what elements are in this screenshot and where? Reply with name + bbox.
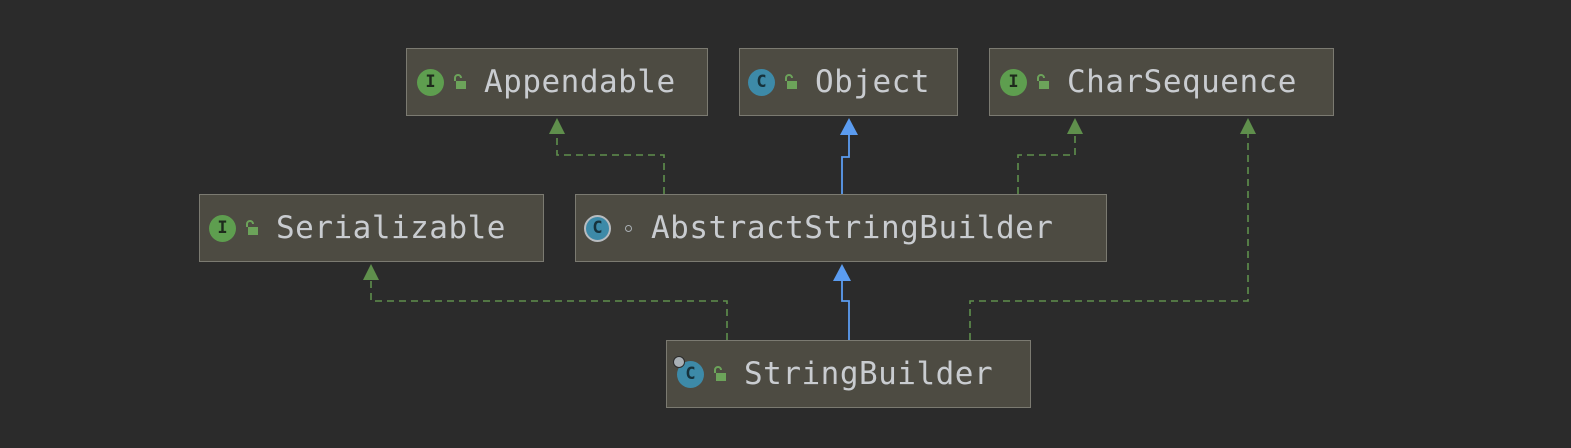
arrowhead-charsequence-1 bbox=[1067, 118, 1083, 134]
class-icon: C bbox=[748, 68, 775, 96]
node-label: Appendable bbox=[484, 64, 676, 100]
interface-icon: I bbox=[209, 214, 236, 242]
node-appendable[interactable]: I Appendable bbox=[406, 48, 708, 116]
public-lock-icon bbox=[454, 74, 466, 89]
edge-stringbuilder-serializable bbox=[370, 276, 728, 340]
node-label: StringBuilder bbox=[744, 356, 994, 392]
public-lock-icon bbox=[246, 220, 258, 235]
interface-icon: I bbox=[417, 68, 444, 96]
edge-abstractstringbuilder-charsequence bbox=[1017, 130, 1076, 194]
public-lock-icon bbox=[1037, 74, 1049, 89]
node-object[interactable]: C Object bbox=[739, 48, 958, 116]
node-label: AbstractStringBuilder bbox=[651, 210, 1054, 246]
edge-stringbuilder-abstractstringbuilder bbox=[841, 278, 850, 340]
node-label: Object bbox=[815, 64, 930, 100]
public-lock-icon bbox=[785, 74, 797, 89]
node-charsequence[interactable]: I CharSequence bbox=[989, 48, 1334, 116]
node-stringbuilder[interactable]: C StringBuilder bbox=[666, 340, 1031, 408]
public-lock-icon bbox=[714, 366, 726, 381]
edge-stringbuilder-charsequence bbox=[969, 130, 1249, 340]
node-serializable[interactable]: I Serializable bbox=[199, 194, 544, 262]
interface-icon: I bbox=[1000, 68, 1027, 96]
abstract-class-icon: C bbox=[584, 214, 611, 242]
edge-abstractstringbuilder-appendable bbox=[556, 130, 665, 194]
node-label: CharSequence bbox=[1067, 64, 1297, 100]
final-class-icon: C bbox=[673, 355, 704, 388]
arrowhead-charsequence-2 bbox=[1240, 118, 1256, 134]
node-abstractstringbuilder[interactable]: C AbstractStringBuilder bbox=[575, 194, 1107, 262]
arrowhead-appendable bbox=[549, 118, 565, 134]
arrowhead-object bbox=[840, 118, 858, 135]
arrowhead-serializable bbox=[363, 264, 379, 280]
edge-abstractstringbuilder-object bbox=[841, 132, 850, 194]
arrowhead-abstractstringbuilder bbox=[833, 264, 851, 281]
package-private-icon bbox=[619, 219, 637, 237]
node-label: Serializable bbox=[276, 210, 506, 246]
